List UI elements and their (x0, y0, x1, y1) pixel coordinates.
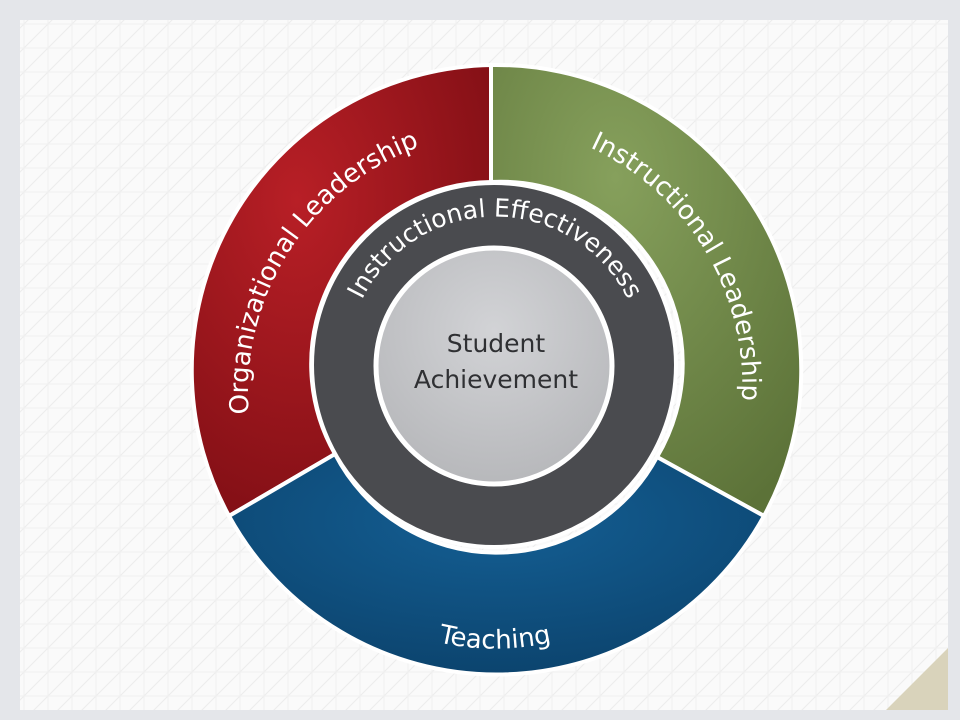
corner-fold (886, 648, 948, 710)
segment-instructional-leadership[interactable] (489, 62, 804, 519)
outer-ring (189, 62, 804, 677)
core-label-line2: Achievement (414, 365, 578, 394)
segment-teaching[interactable] (226, 451, 767, 677)
core-circle[interactable] (373, 245, 615, 487)
core-label-line1: Student (447, 329, 546, 358)
